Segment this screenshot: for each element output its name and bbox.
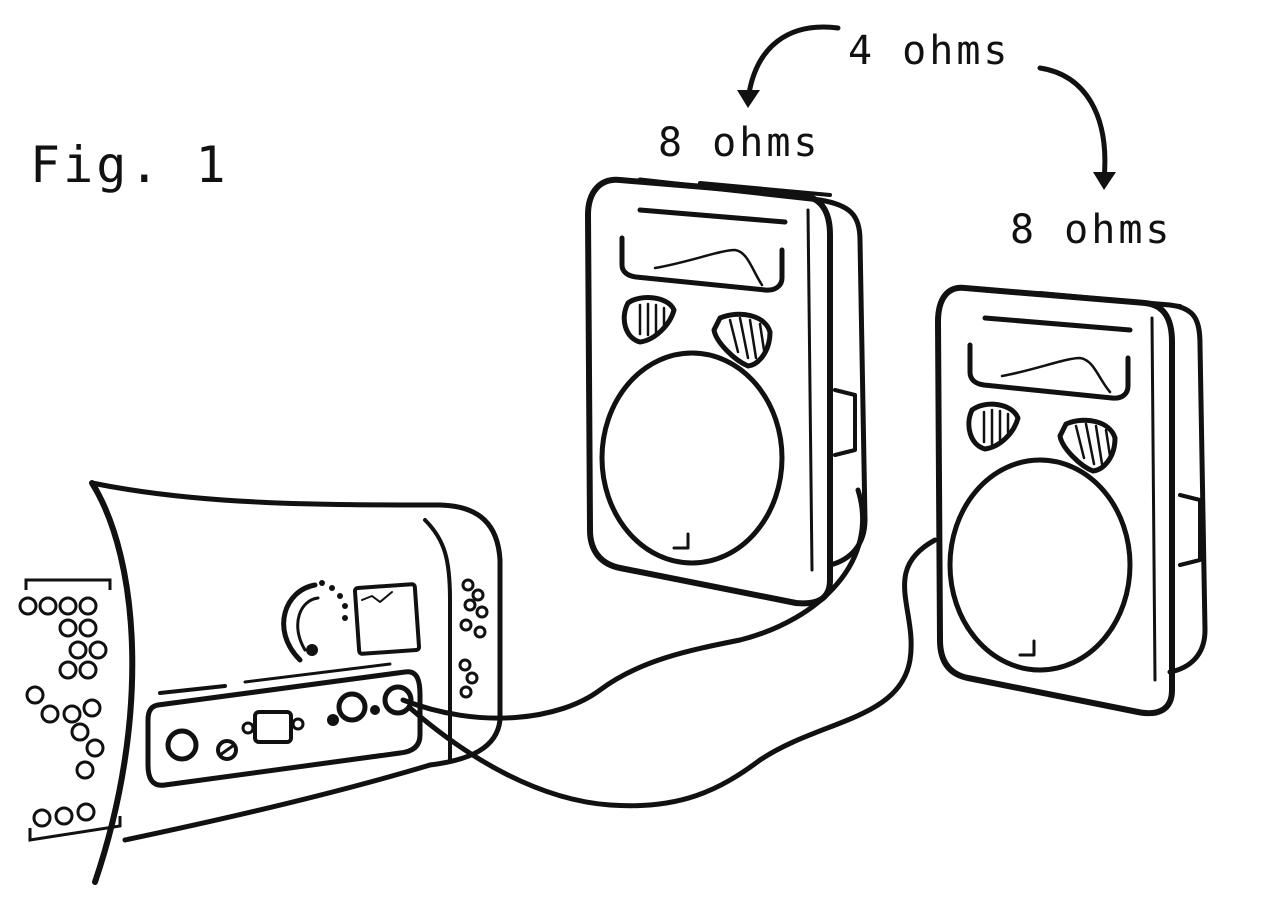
combined-impedance-label: 4 ohms xyxy=(848,28,1011,74)
figure-label: Fig. 1 xyxy=(30,136,229,194)
speaker-left-impedance-label: 8 ohms xyxy=(658,120,821,166)
speaker-right xyxy=(935,284,1208,717)
speaker-cables xyxy=(400,487,938,809)
arrow-left-head xyxy=(737,90,760,108)
amplifier xyxy=(18,480,503,885)
impedance-arrows xyxy=(737,24,1116,190)
arrow-right-head xyxy=(1093,172,1116,190)
speaker-left xyxy=(585,176,868,607)
speaker-right-impedance-label: 8 ohms xyxy=(1010,207,1173,253)
